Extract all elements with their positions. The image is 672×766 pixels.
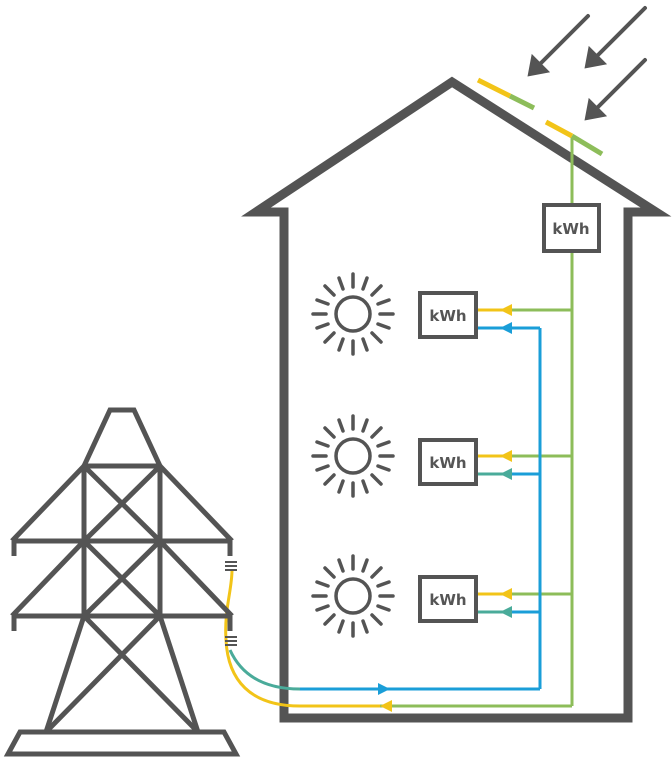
arrow-down-left-icon [527,14,590,77]
pylon-connection-arrowheads [378,683,392,712]
meter-label: kWh [429,454,466,472]
meter-unit-2: kWh [418,438,478,486]
supply-arrows [478,308,512,596]
meter-unit-3: kWh [418,575,478,623]
meter-label: kWh [429,307,466,325]
arrow-down-left-icon [584,6,647,69]
sun-rays [527,6,647,121]
meter-unit-1: kWh [418,291,478,339]
grid-arrowheads [500,322,512,618]
sun-icon [311,272,395,356]
house-icon [241,76,672,723]
supply-arrowheads [500,304,512,600]
meter-label: kWh [429,591,466,609]
insulator-icon [225,636,237,646]
meter-label: kWh [552,220,589,238]
sun-icon [311,554,395,638]
grid-arrows [478,326,512,614]
solar-panel-icon [476,77,604,157]
meter-roof: kWh [542,203,601,253]
sun-icon [311,414,395,498]
power-pylon-icon [3,407,241,757]
insulator-icon [225,561,237,571]
grid-feed-lines [300,326,542,691]
arrow-down-left-icon [584,58,647,121]
pylon-connection-lines [224,569,572,708]
